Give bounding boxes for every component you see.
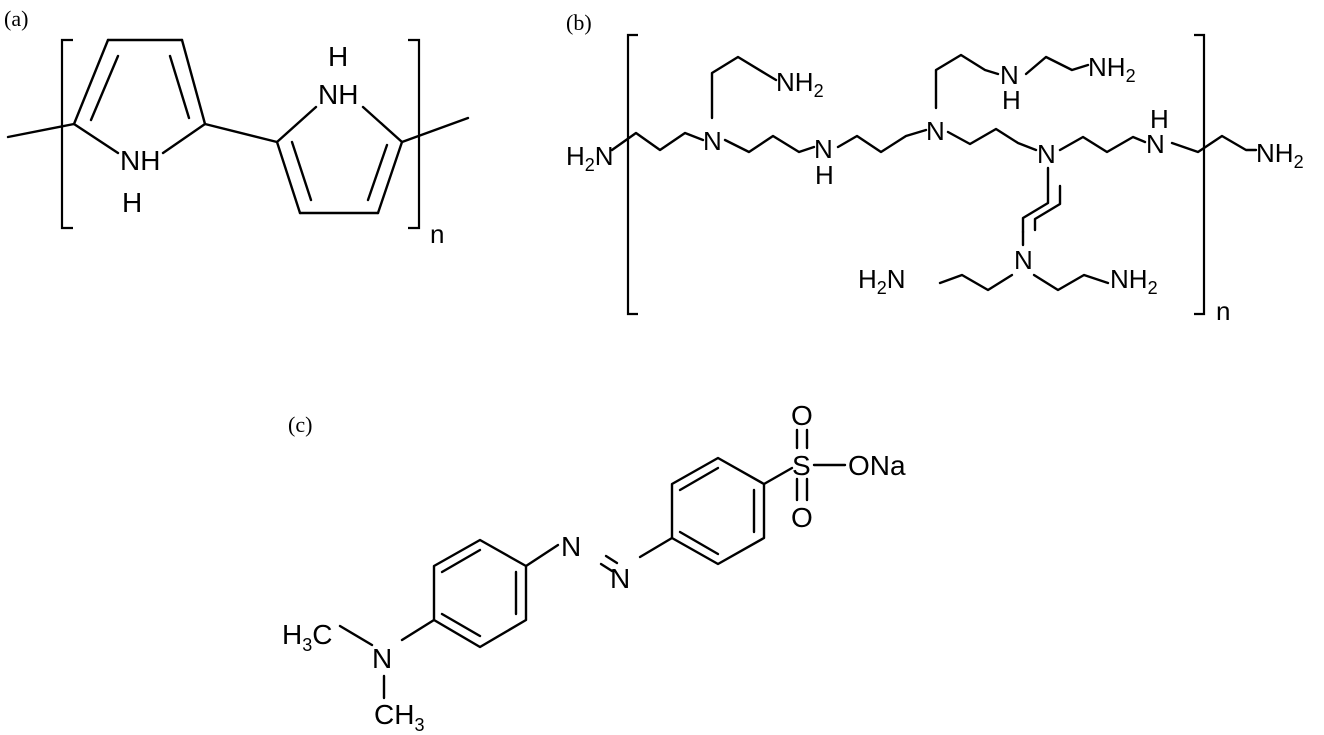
atom-nh-right: N bbox=[1146, 129, 1165, 159]
atom-nh-top2: N bbox=[1000, 60, 1019, 90]
atom-nh-right: NH bbox=[318, 79, 358, 110]
atom-h2n-left: H2N bbox=[566, 141, 614, 175]
bond-inter-ring bbox=[203, 122, 279, 144]
pyrrole-ring-right bbox=[275, 105, 404, 215]
atom-h3c: H3C bbox=[282, 619, 332, 655]
atom-n1: N bbox=[703, 126, 722, 156]
bond-ring-s bbox=[762, 466, 794, 486]
atom-nh2-bottom: NH2 bbox=[1110, 264, 1158, 298]
atom-n4: N bbox=[1014, 245, 1033, 275]
panel-c-label: (c) bbox=[288, 412, 312, 437]
atom-o-bottom: O bbox=[791, 502, 813, 533]
bracket-left bbox=[60, 38, 73, 230]
atom-n-azo-bottom: N bbox=[610, 563, 630, 594]
atom-nh-mid: N bbox=[814, 134, 833, 164]
atom-n2: N bbox=[926, 116, 945, 146]
panel-a-polypyrrole: (a) NH H H NH bbox=[4, 6, 470, 249]
atom-nh-top2-h: H bbox=[1002, 85, 1021, 115]
peI-bonds bbox=[610, 53, 1258, 292]
atom-nh2-top2: NH2 bbox=[1088, 52, 1136, 86]
pyrrole-ring-left bbox=[72, 38, 207, 155]
atom-s: S bbox=[792, 450, 811, 481]
atom-n-azo-top: N bbox=[561, 531, 581, 562]
panel-b-polyethylenimine: (b) H2N bbox=[566, 10, 1304, 326]
bracket-left-b bbox=[626, 33, 638, 316]
atom-o-top: O bbox=[791, 400, 813, 431]
repeat-n-a: n bbox=[430, 219, 444, 249]
bond-chain-left bbox=[6, 122, 76, 139]
atom-nh2-right: NH2 bbox=[1256, 138, 1304, 172]
atom-nh2-top1: NH2 bbox=[776, 67, 824, 101]
atom-ona: ONa bbox=[848, 450, 906, 481]
atom-n-amine: N bbox=[372, 643, 392, 674]
benzene-ring-right bbox=[670, 456, 766, 566]
atom-h2n-bottom: H2N bbox=[858, 264, 906, 298]
atom-nh-left: NH bbox=[120, 145, 160, 176]
atom-h-right: H bbox=[328, 41, 348, 72]
bond-ring-azo bbox=[638, 536, 674, 559]
benzene-ring-left bbox=[432, 538, 528, 649]
bond-azo-ring bbox=[524, 543, 560, 568]
atom-ch3: CH3 bbox=[374, 699, 424, 735]
repeat-n-b: n bbox=[1216, 296, 1230, 326]
panel-c-methyl-orange: (c) S O O ONa N N bbox=[282, 400, 906, 735]
atom-h-left: H bbox=[122, 187, 142, 218]
panel-b-label: (b) bbox=[566, 10, 592, 35]
atom-n3: N bbox=[1037, 139, 1056, 169]
atom-nh-right-h: H bbox=[1150, 104, 1169, 134]
bracket-right-b bbox=[1194, 33, 1206, 316]
bond-ring-n bbox=[400, 618, 436, 642]
bracket-right bbox=[408, 38, 421, 230]
atom-nh-mid-h: H bbox=[815, 160, 834, 190]
panel-a-label: (a) bbox=[4, 6, 28, 31]
bond-chain-right bbox=[400, 116, 470, 144]
